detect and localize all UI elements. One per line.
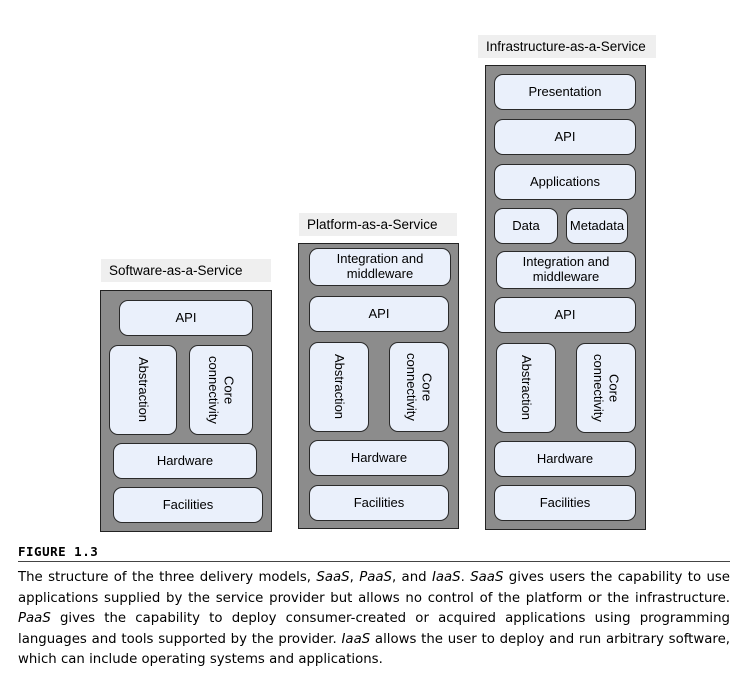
iaas-facilities-box: Facilities [494, 485, 636, 521]
saas-core-connectivity-label: Core connectivity [206, 356, 237, 424]
iaas-hardware-box: Hardware [494, 441, 636, 477]
paas-api-box: API [309, 296, 449, 332]
caption-iaas: IaaS [431, 570, 461, 585]
iaas-integration-box: Integration and middleware [496, 251, 636, 289]
iaas-core-connectivity-label: Core connectivity [591, 354, 622, 422]
iaas-metadata-box: Metadata [566, 208, 628, 244]
figure-divider [18, 561, 730, 562]
iaas-stack: Presentation API Applications Data Metad… [485, 65, 646, 530]
iaas-applications-box: Applications [494, 164, 636, 200]
caption-part: gives the capability to deploy consumer-… [18, 611, 730, 647]
paas-abstraction-label: Abstraction [331, 354, 347, 420]
figure-caption: The structure of the three delivery mode… [18, 568, 730, 671]
paas-integration-box: Integration and middleware [309, 248, 451, 286]
saas-stack: API Abstraction Core connectivity Hardwa… [100, 290, 272, 532]
iaas-presentation-box: Presentation [494, 74, 636, 110]
caption-part: gives users the capability to use applic… [18, 570, 730, 606]
paas-core-connectivity-box: Core connectivity [389, 342, 449, 432]
paas-abstraction-box: Abstraction [309, 342, 369, 432]
iaas-api-box: API [494, 297, 636, 333]
caption-part: , [349, 570, 360, 585]
saas-title: Software-as-a-Service [101, 259, 271, 282]
saas-abstraction-label: Abstraction [135, 357, 151, 423]
saas-core-connectivity-box: Core connectivity [189, 345, 253, 435]
saas-facilities-box: Facilities [113, 487, 263, 523]
caption-paas: PaaS [18, 611, 51, 626]
paas-stack: Integration and middleware API Abstracti… [298, 243, 459, 529]
saas-abstraction-box: Abstraction [109, 345, 177, 435]
caption-paas: PaaS [359, 570, 392, 585]
iaas-core-connectivity-box: Core connectivity [576, 343, 636, 433]
iaas-data-box: Data [494, 208, 558, 244]
paas-title: Platform-as-a-Service [299, 213, 457, 236]
caption-part: allows the user to deploy and run arbitr… [18, 631, 730, 668]
saas-hardware-box: Hardware [113, 443, 257, 479]
paas-core-connectivity-label: Core connectivity [404, 353, 435, 421]
paas-facilities-box: Facilities [309, 485, 449, 521]
caption-saas: SaaS [470, 570, 504, 585]
saas-api-box: API [119, 300, 253, 336]
iaas-api-top-box: API [494, 119, 636, 155]
caption-part: . [460, 570, 471, 585]
caption-part: , and [391, 570, 432, 585]
iaas-abstraction-box: Abstraction [496, 343, 556, 433]
figure-label: FIGURE 1.3 [18, 544, 99, 559]
caption-part: The structure of the three delivery mode… [18, 570, 317, 585]
iaas-title: Infrastructure-as-a-Service [478, 35, 656, 58]
iaas-abstraction-label: Abstraction [518, 355, 534, 421]
paas-hardware-box: Hardware [309, 440, 449, 476]
caption-iaas: IaaS [341, 631, 371, 647]
caption-saas: SaaS [316, 570, 350, 585]
